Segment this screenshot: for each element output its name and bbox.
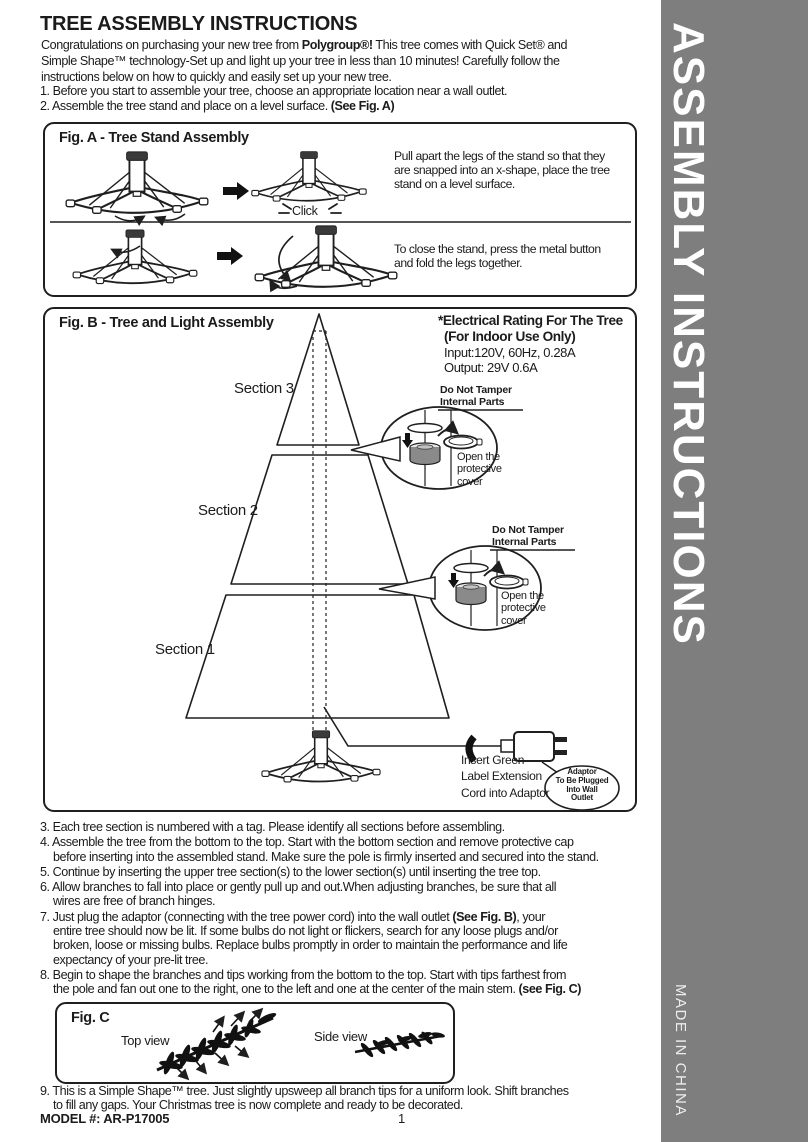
text-line: Do Not Tamper xyxy=(492,524,564,536)
text-line: Input:120V, 60Hz, 0.28A xyxy=(444,344,576,360)
fig-c-title: Fig. C xyxy=(71,1010,110,1026)
text-line: and fold the legs together. xyxy=(394,255,523,270)
step-5: 5. Continue by inserting the upper tree … xyxy=(40,865,599,879)
text-line: cover xyxy=(501,614,527,627)
text-line: cover xyxy=(457,475,483,488)
fig-b-title: Fig. B - Tree and Light Assembly xyxy=(59,315,274,331)
text-line: 5. Continue by inserting the upper tree … xyxy=(40,864,541,879)
text-line: the pole and fan out one to the right, o… xyxy=(53,982,582,997)
text-line: instructions below on how to quickly and… xyxy=(41,70,392,84)
step-3: 3. Each tree section is numbered with a … xyxy=(40,820,599,834)
adaptor-bubble-label: Adaptor To Be Plugged Into Wall Outlet xyxy=(545,767,619,803)
light-connector-icon xyxy=(402,420,483,466)
model-number: MODEL #: AR-P17005 xyxy=(40,1111,170,1126)
top-view-label: Top view xyxy=(121,1033,170,1048)
text-line: Simple Shape™ technology-Set up and ligh… xyxy=(41,54,560,68)
text-line: Outlet xyxy=(571,793,593,803)
step-4: 4. Assemble the tree from the bottom to … xyxy=(40,835,599,864)
branch-side-view xyxy=(354,1031,445,1058)
step-7: 7. Just plug the adaptor (connecting wit… xyxy=(40,910,599,967)
text-line: Open the xyxy=(501,590,544,602)
fig-b-box: Fig. B - Tree and Light Assembly *Electr… xyxy=(43,307,637,812)
fig-c-box: Fig. C Top view Side view xyxy=(55,1002,455,1084)
text-line: Adaptor xyxy=(567,767,597,776)
fig-a-title: Fig. A - Tree Stand Assembly xyxy=(59,130,249,146)
text-line: Open the xyxy=(457,451,500,463)
branch-top-view xyxy=(156,1007,277,1081)
text-line: protective xyxy=(457,463,502,476)
text-line: broken, loose or missing bulbs. Replace … xyxy=(53,938,568,953)
open-cover-label: Open the protective cover xyxy=(457,451,502,488)
text-line: Insert Green xyxy=(461,753,525,767)
text-line: Congratulations on purchasing your new t… xyxy=(41,38,567,52)
text-line: Internal Parts xyxy=(440,395,505,408)
open-cover-label: Open the protective cover xyxy=(501,590,546,627)
sidebar-vertical-title: ASSEMBLY INSTRUCTIONS xyxy=(664,22,713,646)
step-8: 8. Begin to shape the branches and tips … xyxy=(40,968,599,997)
text-line: 7. Just plug the adaptor (connecting wit… xyxy=(40,909,546,924)
fig-a-illustration xyxy=(50,150,631,293)
text-line: 6. Allow branches to fall into place or … xyxy=(40,880,557,895)
text-line: Into Wall xyxy=(566,784,598,794)
insert-cord-label: Insert Green Label Extension Cord into A… xyxy=(461,752,550,801)
text-line: Do Not Tamper xyxy=(440,384,512,396)
step-2: 2. Assemble the tree stand and place on … xyxy=(40,99,395,114)
text-line: entire tree should now be lit. If some b… xyxy=(53,924,558,939)
text-line: Internal Parts xyxy=(492,535,557,548)
text-line: expectancy of your pre-lit tree. xyxy=(53,952,208,967)
text-line: Output: 29V 0.6A xyxy=(444,360,538,376)
text-line: To close the stand, press the metal butt… xyxy=(394,242,601,256)
step-1: 1. Before you start to assemble your tre… xyxy=(40,84,508,98)
fig-b-illustration xyxy=(185,313,620,810)
text-line: stand on a level surface. xyxy=(394,176,515,191)
section-2-label: Section 2 xyxy=(198,502,258,519)
step-9: 9. This is a Simple Shape™ tree. Just sl… xyxy=(40,1084,569,1113)
do-not-tamper-label: Do Not Tamper Internal Parts xyxy=(492,524,564,548)
section-1-label: Section 1 xyxy=(155,641,215,658)
fig-a-box: Fig. A - Tree Stand Assembly Pull apart … xyxy=(43,122,637,297)
section-3-label: Section 3 xyxy=(234,380,294,397)
made-in-china-label: MADE IN CHINA xyxy=(672,984,689,1117)
text-line: are snapped into an x-shape, place the t… xyxy=(394,162,610,177)
light-connector-icon xyxy=(448,560,529,606)
fig-c-illustration xyxy=(156,1007,445,1081)
text-line: Label Extension xyxy=(461,769,542,784)
page-title: TREE ASSEMBLY INSTRUCTIONS xyxy=(40,13,358,35)
steps-1-2: 1. Before you start to assemble your tre… xyxy=(40,84,508,114)
side-view-label: Side view xyxy=(314,1029,367,1044)
intro-paragraph: Congratulations on purchasing your new t… xyxy=(41,37,567,85)
text-line: *Electrical Rating For The Tree xyxy=(438,313,623,328)
text-line: 8. Begin to shape the branches and tips … xyxy=(40,967,567,982)
text-line: 9. This is a Simple Shape™ tree. Just sl… xyxy=(40,1084,569,1098)
text-line: wires are free of branch hinges. xyxy=(53,894,216,909)
gray-sidebar: ASSEMBLY INSTRUCTIONS MADE IN CHINA xyxy=(661,0,808,1142)
text-line: To Be Plugged xyxy=(555,775,609,785)
fig-a-caption-open: Pull apart the legs of the stand so that… xyxy=(394,149,610,191)
text-line: Pull apart the legs of the stand so that… xyxy=(394,149,605,163)
page-number: 1 xyxy=(398,1111,406,1126)
text-line: 4. Assemble the tree from the bottom to … xyxy=(40,835,574,850)
electrical-rating: *Electrical Rating For The Tree (For Ind… xyxy=(438,313,623,376)
text-line: protective xyxy=(501,602,546,615)
text-line: (For Indoor Use Only) xyxy=(444,328,576,344)
click-label: Click xyxy=(292,204,318,218)
fig-a-caption-close: To close the stand, press the metal butt… xyxy=(394,242,601,271)
step-6: 6. Allow branches to fall into place or … xyxy=(40,880,599,909)
steps-3-8: 3. Each tree section is numbered with a … xyxy=(40,819,599,997)
text-line: 3. Each tree section is numbered with a … xyxy=(40,820,505,834)
text-line: Cord into Adaptor xyxy=(461,785,550,800)
text-line: before inserting into the assembled stan… xyxy=(53,849,599,864)
text-line: to fill any gaps. Your Christmas tree is… xyxy=(53,1098,463,1113)
do-not-tamper-label: Do Not Tamper Internal Parts xyxy=(440,384,512,408)
